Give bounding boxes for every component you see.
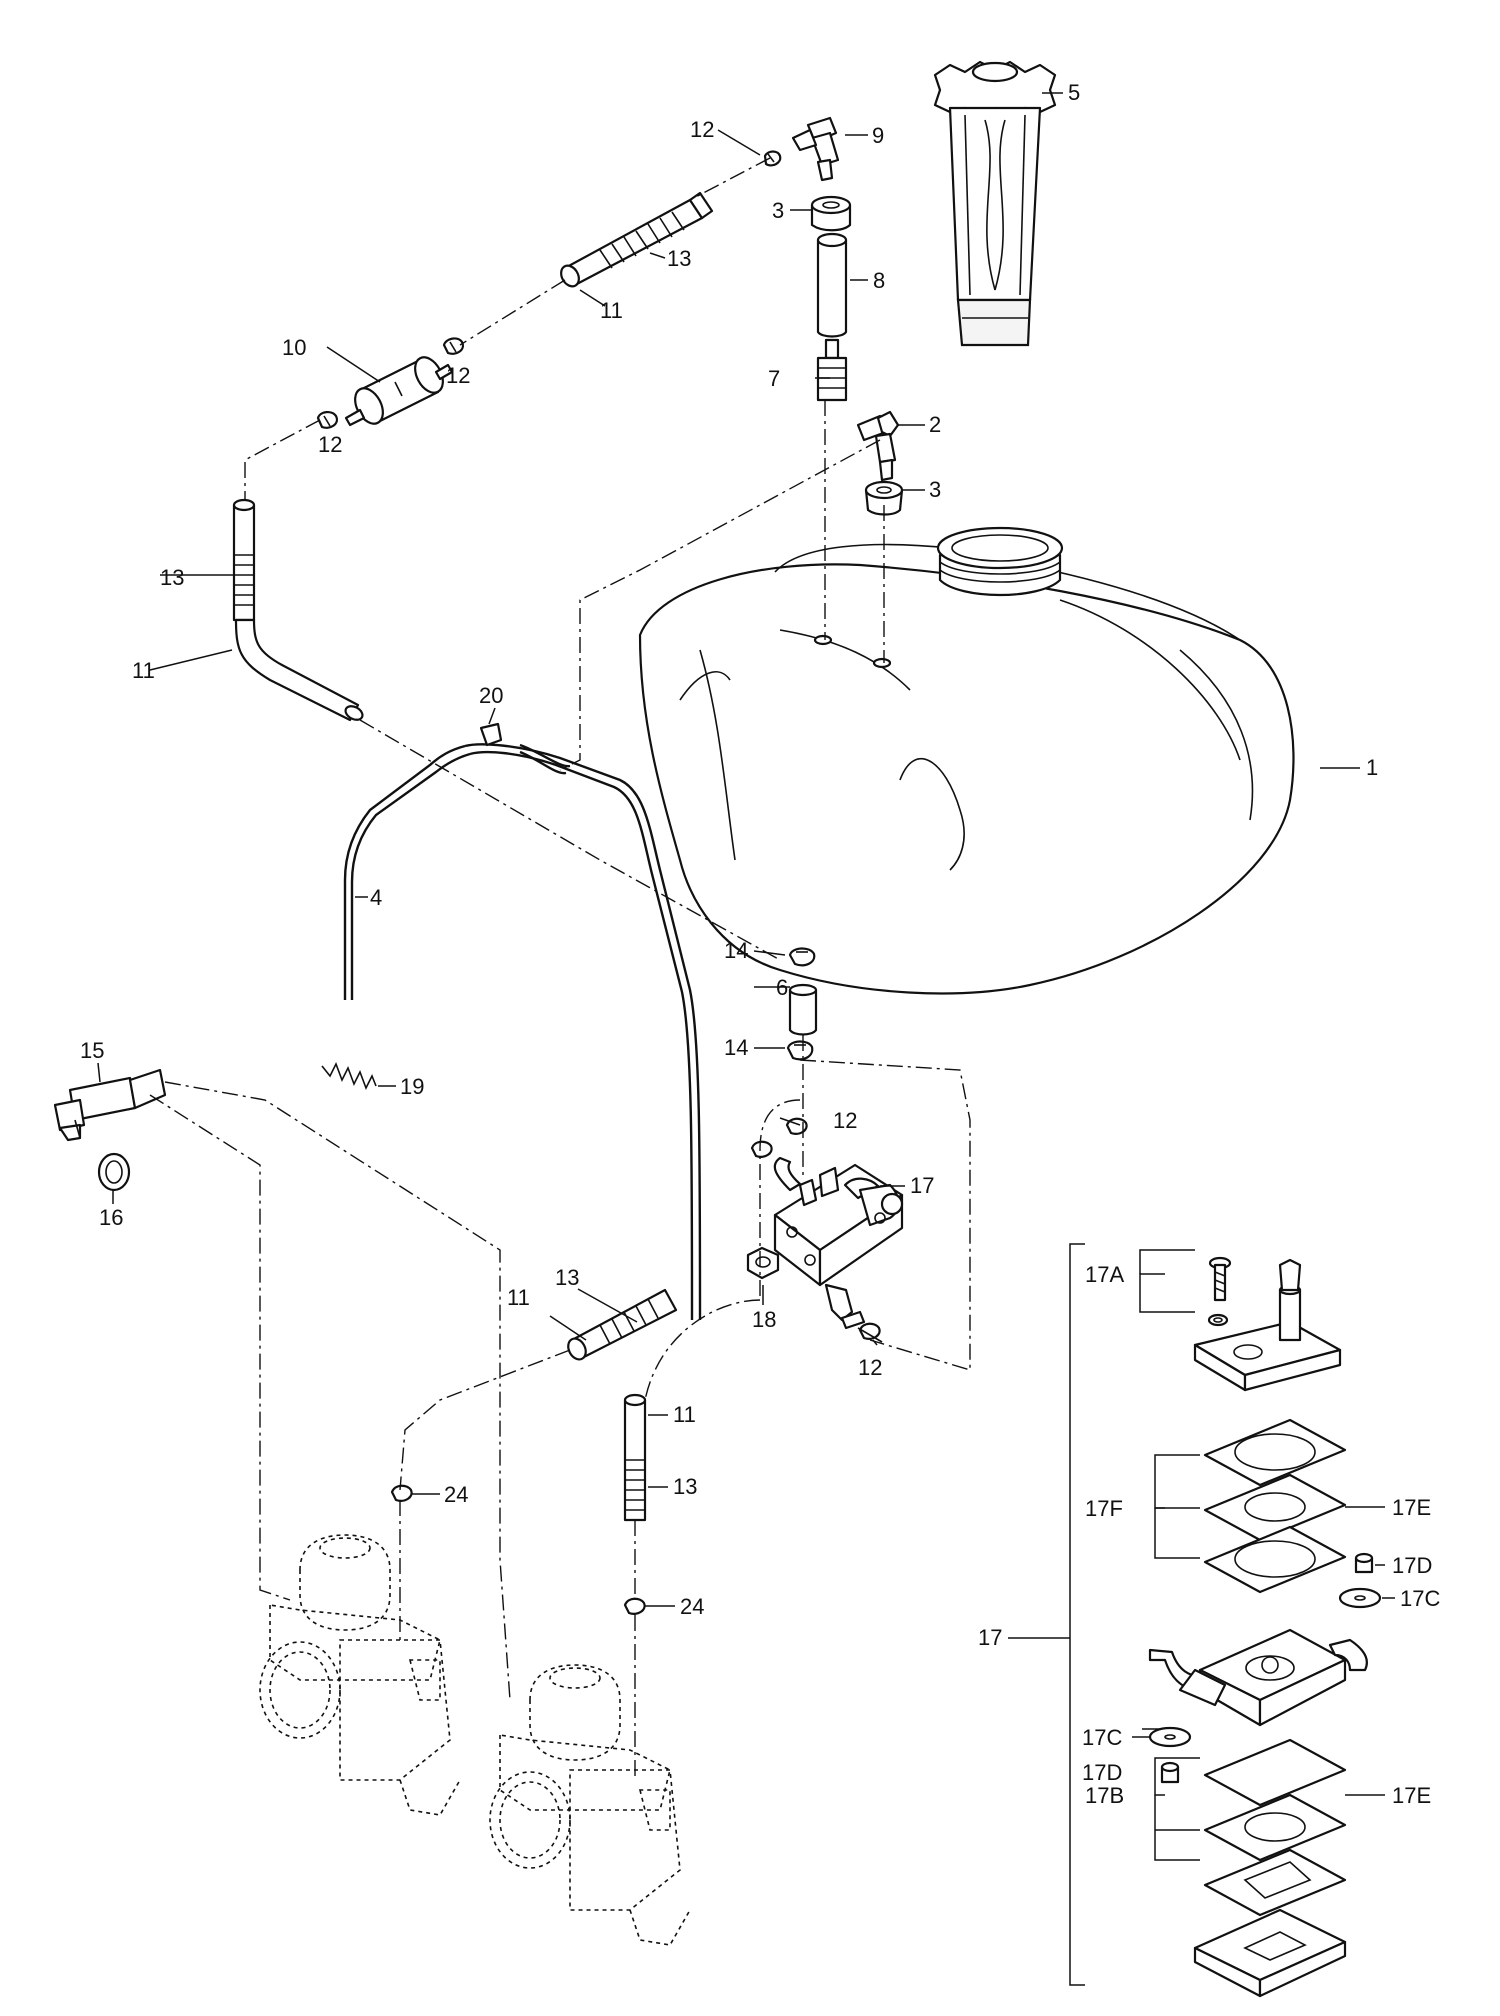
callout-11-middle: 11 bbox=[507, 1285, 530, 1310]
gasket-17b-c bbox=[1203, 1848, 1347, 1917]
callout-11-left: 11 bbox=[132, 658, 155, 683]
callout-17c-lower: 17C bbox=[1082, 1725, 1122, 1750]
hose-13-lower bbox=[623, 1393, 647, 1522]
callout-17a: 17A bbox=[1085, 1262, 1124, 1287]
fuel-valve-15 bbox=[53, 1068, 167, 1142]
callout-2: 2 bbox=[929, 412, 941, 437]
clamp-12-top bbox=[763, 150, 782, 167]
callout-13-top: 13 bbox=[667, 246, 691, 271]
callout-13-left: 13 bbox=[160, 565, 184, 590]
carburetor-right bbox=[489, 1664, 691, 1946]
vent-line-4 bbox=[343, 743, 702, 1321]
fuel-gauge-sender bbox=[933, 60, 1057, 347]
fuel-filter-10 bbox=[344, 356, 454, 427]
tank-port-left bbox=[813, 634, 833, 646]
elbow-fitting-9 bbox=[791, 116, 840, 182]
callout-15: 15 bbox=[80, 1038, 104, 1063]
callout-12-filter-top: 12 bbox=[446, 363, 470, 388]
pump-base-plate bbox=[1193, 1908, 1347, 1998]
callout-17: 17 bbox=[910, 1173, 934, 1198]
tank-port-right bbox=[872, 657, 892, 669]
carburetor-left bbox=[259, 1534, 461, 1816]
gasket-17f-a bbox=[1203, 1418, 1347, 1487]
callout-24-left: 24 bbox=[444, 1482, 468, 1507]
screw-17a bbox=[1208, 1256, 1232, 1302]
callout-12-top: 12 bbox=[690, 117, 714, 142]
leader-lines bbox=[97, 92, 1395, 1796]
clamp-14-lower bbox=[786, 1040, 814, 1061]
clip-20 bbox=[479, 722, 503, 747]
clamp-24-left bbox=[390, 1484, 413, 1502]
grommet-3-top bbox=[810, 195, 852, 232]
routing-centerlines bbox=[149, 157, 971, 1780]
washer-17a bbox=[1207, 1313, 1229, 1327]
callout-14-lower: 14 bbox=[724, 1035, 748, 1060]
spring-19 bbox=[321, 1062, 377, 1090]
callout-17c-top: 17C bbox=[1400, 1586, 1440, 1611]
callout-4: 4 bbox=[370, 885, 382, 910]
callout-10: 10 bbox=[282, 335, 306, 360]
hose-13-middle bbox=[567, 1288, 678, 1361]
tank-filler-neck bbox=[936, 526, 1064, 597]
callout-3-lower: 3 bbox=[929, 477, 941, 502]
callout-12-filter-bottom: 12 bbox=[318, 432, 342, 457]
callout-20: 20 bbox=[479, 683, 503, 708]
tube-8 bbox=[816, 232, 848, 338]
pump-cover bbox=[1193, 1258, 1342, 1392]
clamp-12-filter-top bbox=[442, 337, 464, 355]
callout-17e-top: 17E bbox=[1392, 1495, 1431, 1520]
callout-5: 5 bbox=[1068, 80, 1080, 105]
tube-6 bbox=[788, 983, 818, 1036]
filter-7 bbox=[816, 338, 848, 402]
callout-13-middle: 13 bbox=[555, 1265, 579, 1290]
callout-11-top: 11 bbox=[600, 298, 623, 323]
clamp-14-top bbox=[788, 947, 816, 967]
callout-6: 6 bbox=[776, 975, 788, 1000]
fuel-tank bbox=[638, 526, 1295, 995]
callout-17e-lower: 17E bbox=[1392, 1783, 1431, 1808]
gasket-17b-a bbox=[1203, 1738, 1347, 1807]
gasket-17f-b bbox=[1203, 1473, 1347, 1542]
callout-8: 8 bbox=[873, 268, 885, 293]
callout-labels: 1 2 3 3 4 5 6 7 8 9 10 11 11 11 11 12 12… bbox=[80, 80, 1440, 1808]
valve-17d-lower bbox=[1160, 1761, 1180, 1784]
disc-17c-top bbox=[1338, 1587, 1382, 1609]
callout-18: 18 bbox=[752, 1307, 776, 1332]
callout-17d-top: 17D bbox=[1392, 1553, 1432, 1578]
callout-11-lower: 11 bbox=[673, 1402, 696, 1427]
clamp-12-pump-b bbox=[750, 1140, 773, 1158]
hose-13-left bbox=[232, 498, 364, 722]
callout-17b: 17B bbox=[1085, 1783, 1124, 1808]
clamp-24-right bbox=[623, 1597, 646, 1615]
callout-12-pump-top: 12 bbox=[833, 1108, 857, 1133]
callout-3-top: 3 bbox=[772, 198, 784, 223]
callout-16: 16 bbox=[99, 1205, 123, 1230]
hose-13-top bbox=[560, 191, 714, 288]
fuel-pump-17 bbox=[773, 1156, 904, 1330]
clamp-12-filter-bottom bbox=[316, 411, 338, 429]
grommet-3-lower bbox=[864, 480, 904, 516]
o-ring-16 bbox=[97, 1152, 131, 1192]
callout-17d-lower: 17D bbox=[1082, 1760, 1122, 1785]
pump-detail-panel bbox=[1069, 1243, 1382, 1998]
valve-17d-top bbox=[1354, 1552, 1374, 1574]
callout-1: 1 bbox=[1366, 755, 1378, 780]
elbow-fitting-2 bbox=[856, 410, 900, 482]
gasket-17f-c bbox=[1203, 1525, 1347, 1594]
disc-17c-lower bbox=[1148, 1726, 1192, 1748]
callout-19: 19 bbox=[400, 1074, 424, 1099]
callout-24-right: 24 bbox=[680, 1594, 704, 1619]
callout-13-lower: 13 bbox=[673, 1474, 697, 1499]
callout-17-panel: 17 bbox=[978, 1625, 1002, 1650]
clamp-12-pump-c bbox=[857, 1322, 883, 1343]
gasket-17b-b bbox=[1203, 1793, 1347, 1862]
pump-body bbox=[1148, 1628, 1368, 1727]
callout-14-top: 14 bbox=[724, 938, 748, 963]
callout-9: 9 bbox=[872, 123, 884, 148]
callout-7: 7 bbox=[768, 366, 780, 391]
callout-17f: 17F bbox=[1085, 1496, 1123, 1521]
callout-12-pump-bottom: 12 bbox=[858, 1355, 882, 1380]
nut-18 bbox=[746, 1246, 780, 1280]
